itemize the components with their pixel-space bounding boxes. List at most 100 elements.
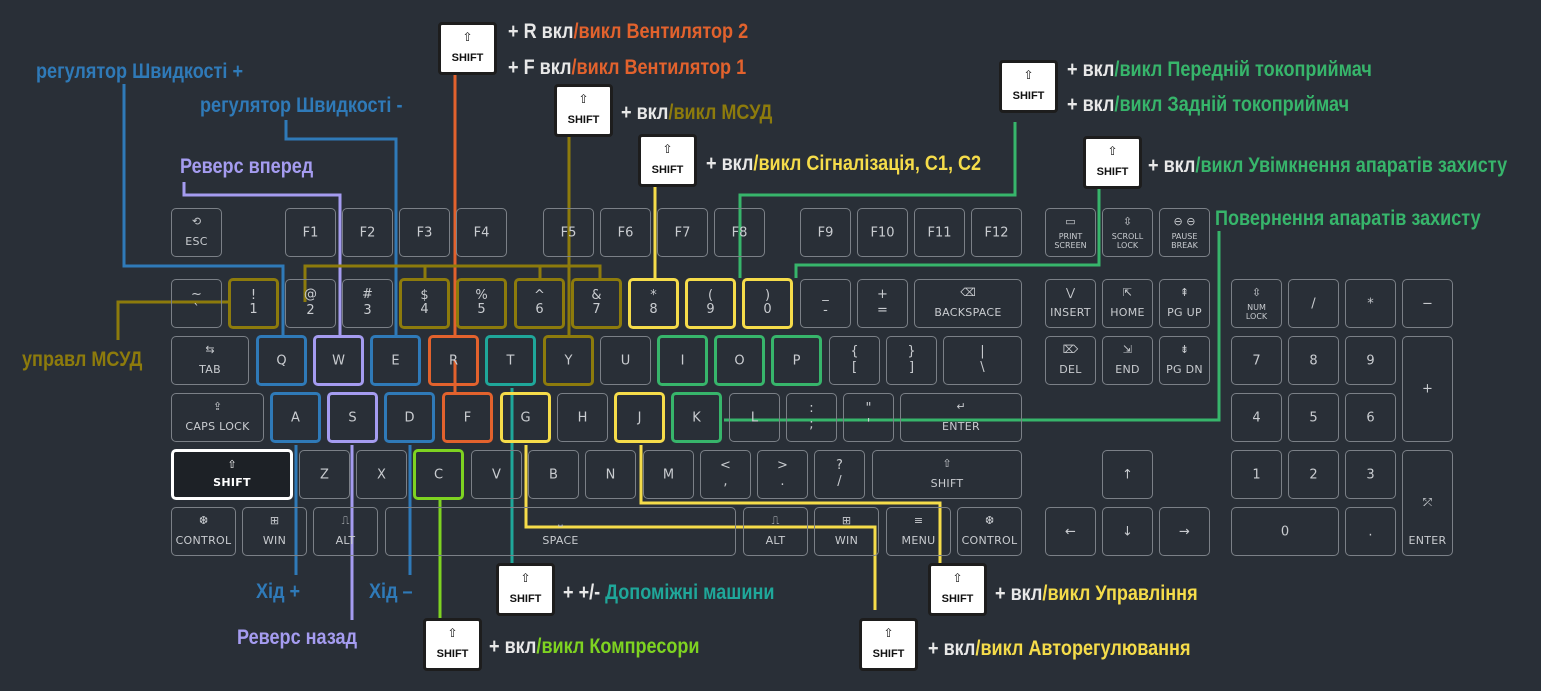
key-home[interactable]: ⇱HOME [1102, 279, 1153, 328]
key-period[interactable]: >. [757, 450, 808, 499]
key-d[interactable]: D [384, 392, 435, 443]
key-quote[interactable]: "' [843, 393, 894, 442]
key-9[interactable]: (9 [685, 278, 736, 329]
key-w[interactable]: W [313, 335, 364, 386]
key-insert[interactable]: ⋁INSERT [1045, 279, 1096, 328]
key-m[interactable]: M [643, 450, 694, 499]
key-numpad-1[interactable]: 1 [1231, 450, 1282, 499]
key-right-win[interactable]: ⊞WIN [814, 507, 879, 556]
key-f5[interactable]: F5 [543, 208, 594, 257]
key-tilde[interactable]: ~` [171, 279, 222, 328]
key-3[interactable]: #3 [342, 279, 393, 328]
key-u[interactable]: U [600, 336, 651, 385]
key-f2[interactable]: F2 [342, 208, 393, 257]
key-arrow-left[interactable]: ← [1045, 507, 1096, 556]
key-f12[interactable]: F12 [971, 208, 1022, 257]
key-q[interactable]: Q [256, 335, 307, 386]
key-numpad-8[interactable]: 8 [1288, 336, 1339, 385]
key-minus[interactable]: _- [800, 279, 851, 328]
key-2[interactable]: @2 [285, 279, 336, 328]
key-o[interactable]: O [714, 335, 765, 386]
key-h[interactable]: H [557, 393, 608, 442]
key-left-shift[interactable]: ⇧ SHIFT [171, 449, 293, 500]
key-f7[interactable]: F7 [657, 208, 708, 257]
key-left-win[interactable]: ⊞WIN [242, 507, 307, 556]
key-arrow-right[interactable]: → [1159, 507, 1210, 556]
key-caps-lock[interactable]: ⇪CAPS LOCK [171, 393, 264, 442]
key-g[interactable]: G [500, 392, 551, 443]
key-numpad-2[interactable]: 2 [1288, 450, 1339, 499]
key-7[interactable]: &7 [571, 278, 622, 329]
key-c[interactable]: C [413, 449, 464, 500]
key-left-control[interactable]: ❆CONTROL [171, 507, 236, 556]
key-numpad-minus[interactable]: − [1402, 279, 1453, 328]
key-s[interactable]: S [327, 392, 378, 443]
key-comma[interactable]: <, [700, 450, 751, 499]
key-semicolon[interactable]: :; [786, 393, 837, 442]
key-e[interactable]: E [370, 335, 421, 386]
key-f6[interactable]: F6 [600, 208, 651, 257]
key-end[interactable]: ⇲END [1102, 336, 1153, 385]
key-delete[interactable]: ⌦DEL [1045, 336, 1096, 385]
key-r[interactable]: R [428, 335, 479, 386]
key-f11[interactable]: F11 [914, 208, 965, 257]
key-slash[interactable]: ?/ [814, 450, 865, 499]
key-backslash[interactable]: |\ [943, 336, 1022, 385]
key-esc[interactable]: ⟲ ESC [171, 208, 222, 257]
key-b[interactable]: B [528, 450, 579, 499]
key-l[interactable]: L [729, 393, 780, 442]
key-numpad-7[interactable]: 7 [1231, 336, 1282, 385]
key-right-alt[interactable]: ⎍ALT [743, 507, 808, 556]
key-left-alt[interactable]: ⎍ALT [313, 507, 378, 556]
key-left-bracket[interactable]: {[ [829, 336, 880, 385]
key-backspace[interactable]: ⌫ BACKSPACE [914, 279, 1022, 328]
key-f1[interactable]: F1 [285, 208, 336, 257]
key-t[interactable]: T [485, 335, 536, 386]
key-6[interactable]: ^6 [514, 278, 565, 329]
key-numpad-9[interactable]: 9 [1345, 336, 1396, 385]
key-numpad-4[interactable]: 4 [1231, 393, 1282, 442]
key-numpad-3[interactable]: 3 [1345, 450, 1396, 499]
key-num-lock[interactable]: ⇳ NUM LOCK [1231, 279, 1282, 328]
key-j[interactable]: J [614, 392, 665, 443]
key-f[interactable]: F [442, 392, 493, 443]
key-numpad-divide[interactable]: / [1288, 279, 1339, 328]
key-f4[interactable]: F4 [456, 208, 507, 257]
key-5[interactable]: %5 [456, 278, 507, 329]
key-print-screen[interactable]: ▭ PRINT SCREEN [1045, 208, 1096, 257]
key-pause-break[interactable]: ⊖ ⊖ PAUSE BREAK [1159, 208, 1210, 257]
key-numpad-5[interactable]: 5 [1288, 393, 1339, 442]
key-right-control[interactable]: ❆CONTROL [957, 507, 1022, 556]
key-arrow-up[interactable]: ↑ [1102, 450, 1153, 499]
key-8[interactable]: *8 [628, 278, 679, 329]
key-page-up[interactable]: ⇞PG UP [1159, 279, 1210, 328]
key-4[interactable]: $4 [399, 278, 450, 329]
key-f10[interactable]: F10 [857, 208, 908, 257]
key-f3[interactable]: F3 [399, 208, 450, 257]
key-p[interactable]: P [771, 335, 822, 386]
key-n[interactable]: N [585, 450, 636, 499]
key-right-shift[interactable]: ⇧SHIFT [872, 450, 1022, 499]
key-numpad-0[interactable]: 0 [1231, 507, 1339, 556]
key-x[interactable]: X [356, 450, 407, 499]
key-numpad-6[interactable]: 6 [1345, 393, 1396, 442]
key-arrow-down[interactable]: ↓ [1102, 507, 1153, 556]
key-numpad-enter[interactable]: ⤱ENTER [1402, 450, 1453, 556]
key-0[interactable]: )0 [742, 278, 793, 329]
key-equals[interactable]: += [857, 279, 908, 328]
key-right-bracket[interactable]: }] [886, 336, 937, 385]
key-space[interactable]: ⎵SPACE [385, 507, 736, 556]
key-z[interactable]: Z [299, 450, 350, 499]
key-page-down[interactable]: ⇟PG DN [1159, 336, 1210, 385]
key-scroll-lock[interactable]: ⇳ SCROLL LOCK [1102, 208, 1153, 257]
key-numpad-plus[interactable]: + [1402, 336, 1453, 442]
key-k[interactable]: K [671, 392, 722, 443]
key-enter[interactable]: ↵ENTER [900, 393, 1022, 442]
key-numpad-decimal[interactable]: . [1345, 507, 1396, 556]
key-f9[interactable]: F9 [800, 208, 851, 257]
key-tab[interactable]: ⇆TAB [171, 336, 249, 385]
key-numpad-multiply[interactable]: * [1345, 279, 1396, 328]
key-menu[interactable]: ≡MENU [886, 507, 951, 556]
key-v[interactable]: V [471, 450, 522, 499]
key-f8[interactable]: F8 [714, 208, 765, 257]
